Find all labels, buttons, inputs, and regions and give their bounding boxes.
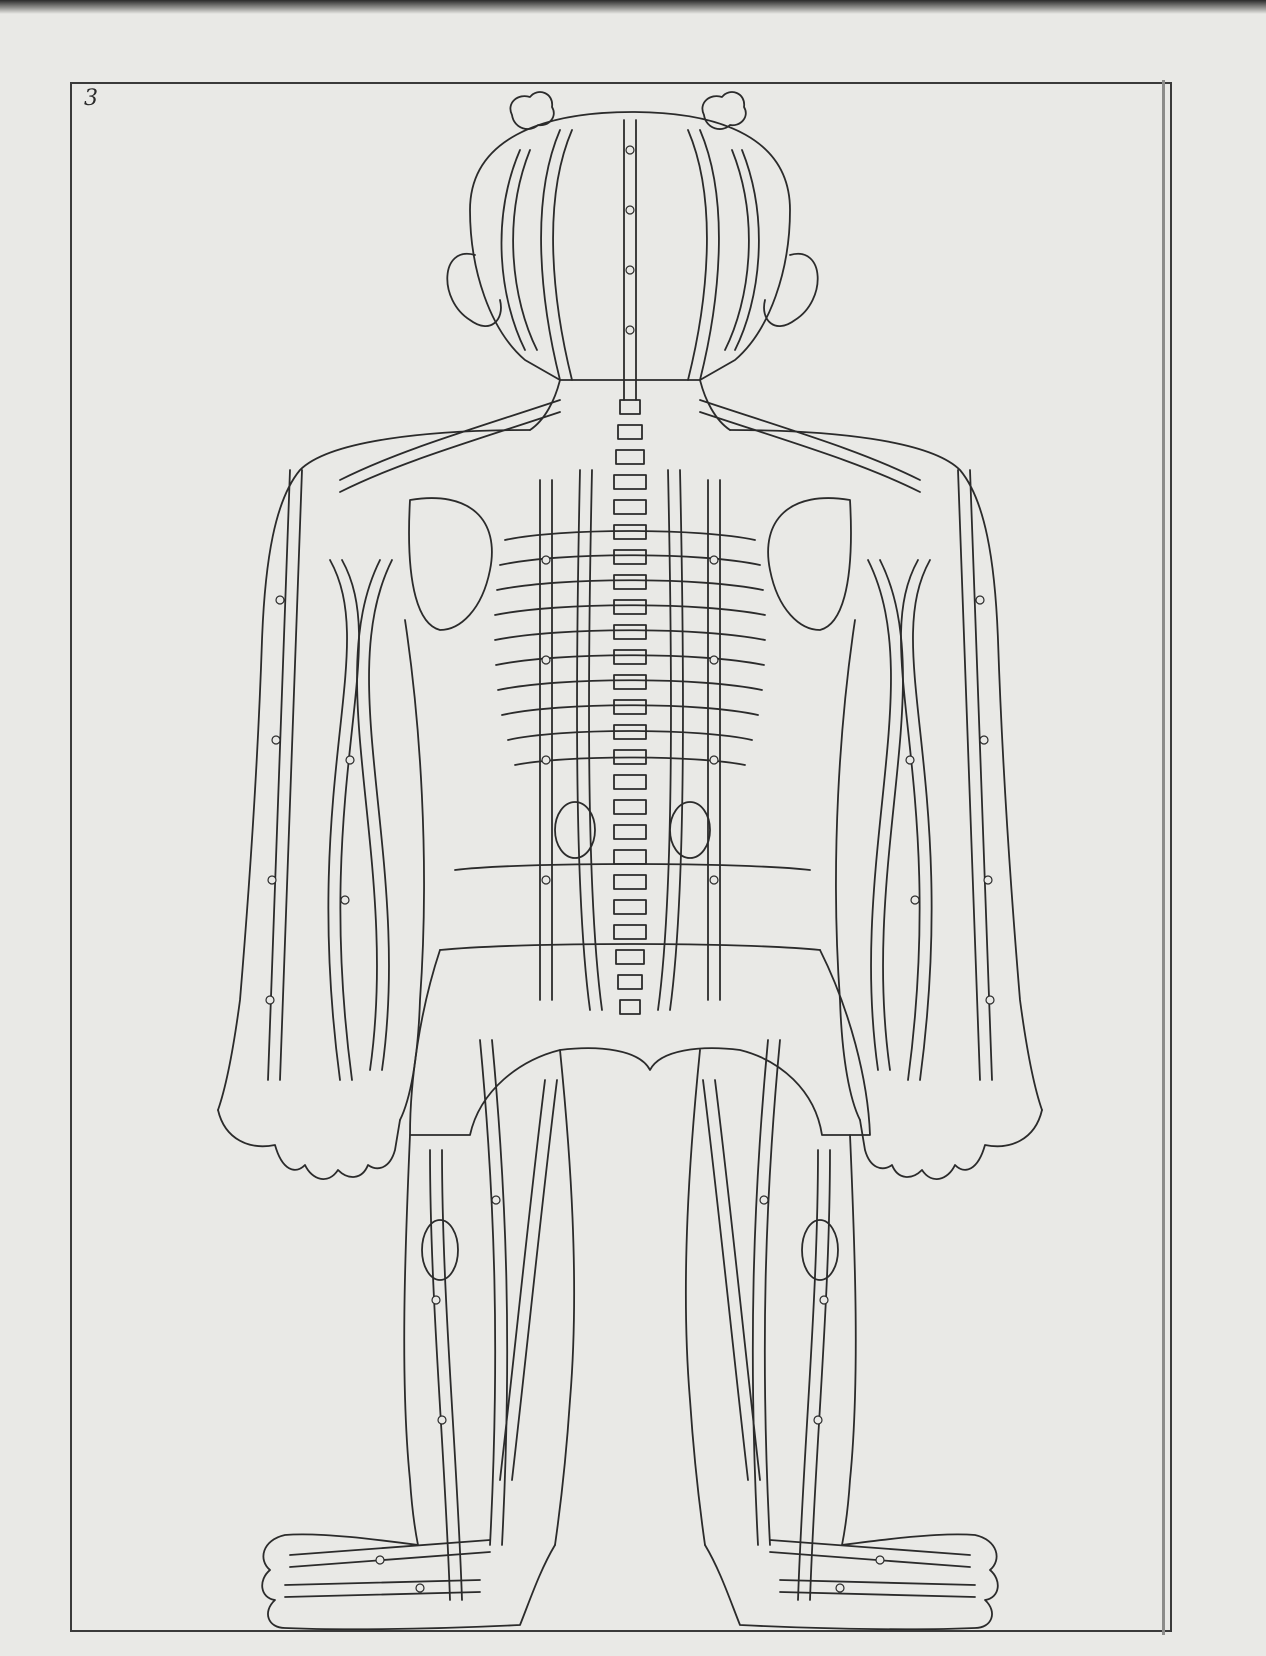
knee-right	[802, 1220, 838, 1280]
scapula-right	[768, 498, 851, 630]
acupoint-markers	[266, 146, 994, 1592]
hand-left	[218, 1110, 400, 1179]
meridian-vessels	[268, 120, 992, 1600]
kidney-left	[555, 802, 595, 858]
hair-tuft-right	[702, 92, 745, 129]
arm-left-inner	[400, 620, 424, 1120]
spine	[614, 400, 646, 1014]
scapula-left	[409, 498, 492, 630]
ribcage	[495, 531, 765, 765]
pelvis-outline	[410, 950, 870, 1135]
neck-outline	[530, 380, 730, 430]
waist-line	[455, 864, 810, 870]
knee-left	[422, 1220, 458, 1280]
hair-tuft-left	[510, 92, 553, 129]
leg-left-outer	[404, 1135, 418, 1545]
hand-right	[860, 1110, 1042, 1179]
leg-left-inner	[555, 1050, 574, 1545]
leg-right-outer	[842, 1135, 856, 1545]
ear-right	[764, 254, 818, 326]
kidney-right	[670, 802, 710, 858]
leg-right-inner	[686, 1050, 705, 1545]
